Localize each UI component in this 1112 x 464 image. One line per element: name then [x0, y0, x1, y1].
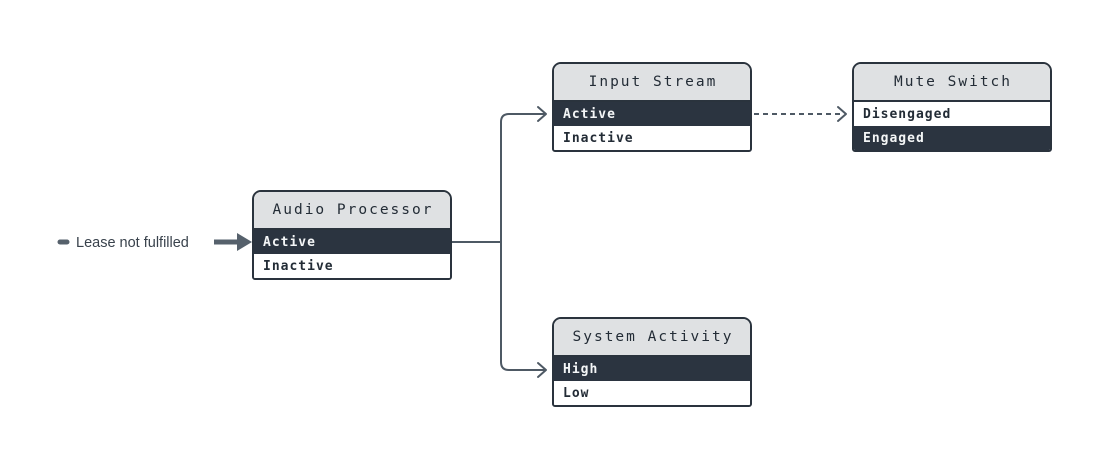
node-system-activity: System Activity High Low	[552, 317, 752, 407]
state-row-active[interactable]: Active	[254, 230, 450, 254]
arrowhead-icon	[537, 106, 547, 122]
state-row-inactive[interactable]: Inactive	[254, 254, 450, 278]
state-row-disengaged[interactable]: Disengaged	[854, 102, 1050, 126]
edge-audio-processor-to-system-activity	[500, 241, 547, 378]
arrowhead-icon	[537, 362, 547, 378]
state-row-active[interactable]: Active	[554, 102, 750, 126]
node-title: Audio Processor	[254, 192, 450, 230]
state-row-engaged[interactable]: Engaged	[854, 126, 1050, 150]
edge-input-stream-to-mute-switch	[754, 106, 847, 122]
annotation-label: Lease not fulfilled	[76, 235, 189, 251]
node-title: System Activity	[554, 319, 750, 357]
arrowhead-icon	[837, 106, 847, 122]
edge-audio-processor-to-input-stream	[500, 106, 547, 243]
state-row-high[interactable]: High	[554, 357, 750, 381]
node-audio-processor: Audio Processor Active Inactive	[252, 190, 452, 280]
node-input-stream: Input Stream Active Inactive	[552, 62, 752, 152]
state-row-low[interactable]: Low	[554, 381, 750, 405]
annotation-arrow-icon	[214, 233, 252, 251]
state-row-inactive[interactable]: Inactive	[554, 126, 750, 150]
node-mute-switch: Mute Switch Disengaged Engaged	[852, 62, 1052, 152]
node-title: Input Stream	[554, 64, 750, 102]
node-title: Mute Switch	[854, 64, 1050, 102]
